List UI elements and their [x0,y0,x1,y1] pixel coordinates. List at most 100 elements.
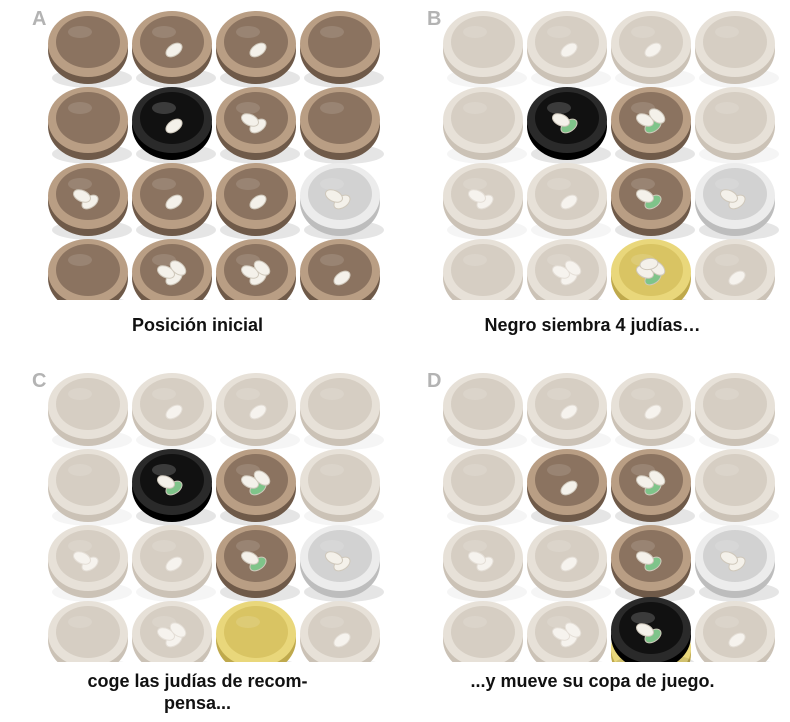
bean [333,270,351,286]
brown-bowl [611,449,695,526]
bean [241,475,259,489]
bean [253,260,271,276]
caption-line: ...y mueve su copa de juego. [470,671,715,691]
faded-bowl [527,525,611,602]
bean [73,551,91,565]
brown-bowl [132,11,216,88]
caption-line: Negro siembra 4 judías… [484,315,701,335]
faded-bowl [300,373,384,450]
panel-d: D ...y mueve su copa de juego. [395,362,790,722]
bean [253,470,271,486]
brown-bowl [611,87,695,164]
bean [552,627,570,641]
bean [636,113,654,127]
bean [639,257,659,271]
faded-bowl [527,373,611,450]
bean [157,475,175,489]
brown-bowl [527,449,611,526]
bean [169,260,187,276]
bean [564,622,582,638]
faded-bowl [527,163,611,240]
brown-bowl [611,163,695,240]
faded-bowl [443,163,527,240]
bean [241,265,259,279]
bean [644,42,662,58]
brown-bowl [300,87,384,164]
white-bowl [695,163,779,240]
faded-bowl [695,87,779,164]
black-bowl [132,87,216,164]
bean [560,404,578,420]
white-bowl [695,525,779,602]
faded-bowl [443,373,527,450]
bean [720,551,738,565]
bowl-board [443,373,779,662]
bean [165,556,183,572]
bean [728,632,746,648]
bean [325,189,343,203]
faded-bowl [48,449,132,526]
brown-bowl [48,87,132,164]
faded-bowl [611,373,695,450]
bean [552,265,570,279]
black-bowl [611,597,695,662]
bean [648,108,666,124]
caption: coge las judías de recom- pensa... [0,670,395,714]
bowl-board [48,11,384,300]
bean [165,404,183,420]
caption: Negro siembra 4 judías… [395,314,790,336]
brown-bowl [48,163,132,240]
faded-bowl [527,601,607,662]
bean [636,551,654,565]
brown-bowl [48,239,128,300]
bean [249,194,267,210]
bean [560,42,578,58]
bowl-board [443,11,779,300]
black-bowl [527,87,611,164]
bowl-board [48,373,384,662]
bean [720,189,738,203]
bean [241,551,259,565]
brown-bowl [216,525,300,602]
faded-bowl [443,11,527,88]
panel-b: B Negro siembra 4 judías… [395,0,790,360]
brown-bowl [611,525,695,602]
panel-a: A Posición inicial [0,0,395,360]
white-bowl [300,163,384,240]
bean [157,265,175,279]
faded-bowl [443,239,523,300]
bean [241,113,259,127]
bean [333,632,351,648]
yellow-bowl [611,239,691,300]
brown-bowl [132,163,216,240]
panel-c: C coge las judías de recom- pensa... [0,362,395,722]
faded-bowl [695,449,779,526]
brown-bowl [300,239,380,300]
bean [728,270,746,286]
faded-bowl [527,11,611,88]
faded-bowl [527,239,607,300]
faded-bowl [611,11,695,88]
bean [468,551,486,565]
panel-letter: B [427,8,442,30]
bean [560,480,578,496]
panel-letter: A [32,8,47,30]
brown-bowl [132,239,212,300]
faded-bowl [695,601,775,662]
caption-line: Posición inicial [131,315,264,335]
bean [560,194,578,210]
faded-bowl [443,601,523,662]
bean [249,42,267,58]
brown-bowl [216,11,300,88]
bean [636,189,654,203]
panel-letter: D [427,370,442,392]
faded-bowl [132,525,216,602]
faded-bowl [216,373,300,450]
faded-bowl [132,601,212,662]
brown-bowl [48,11,132,88]
faded-bowl [695,11,779,88]
faded-bowl [695,239,775,300]
bean [165,42,183,58]
bean [169,622,187,638]
panel-letter: C [32,370,47,392]
